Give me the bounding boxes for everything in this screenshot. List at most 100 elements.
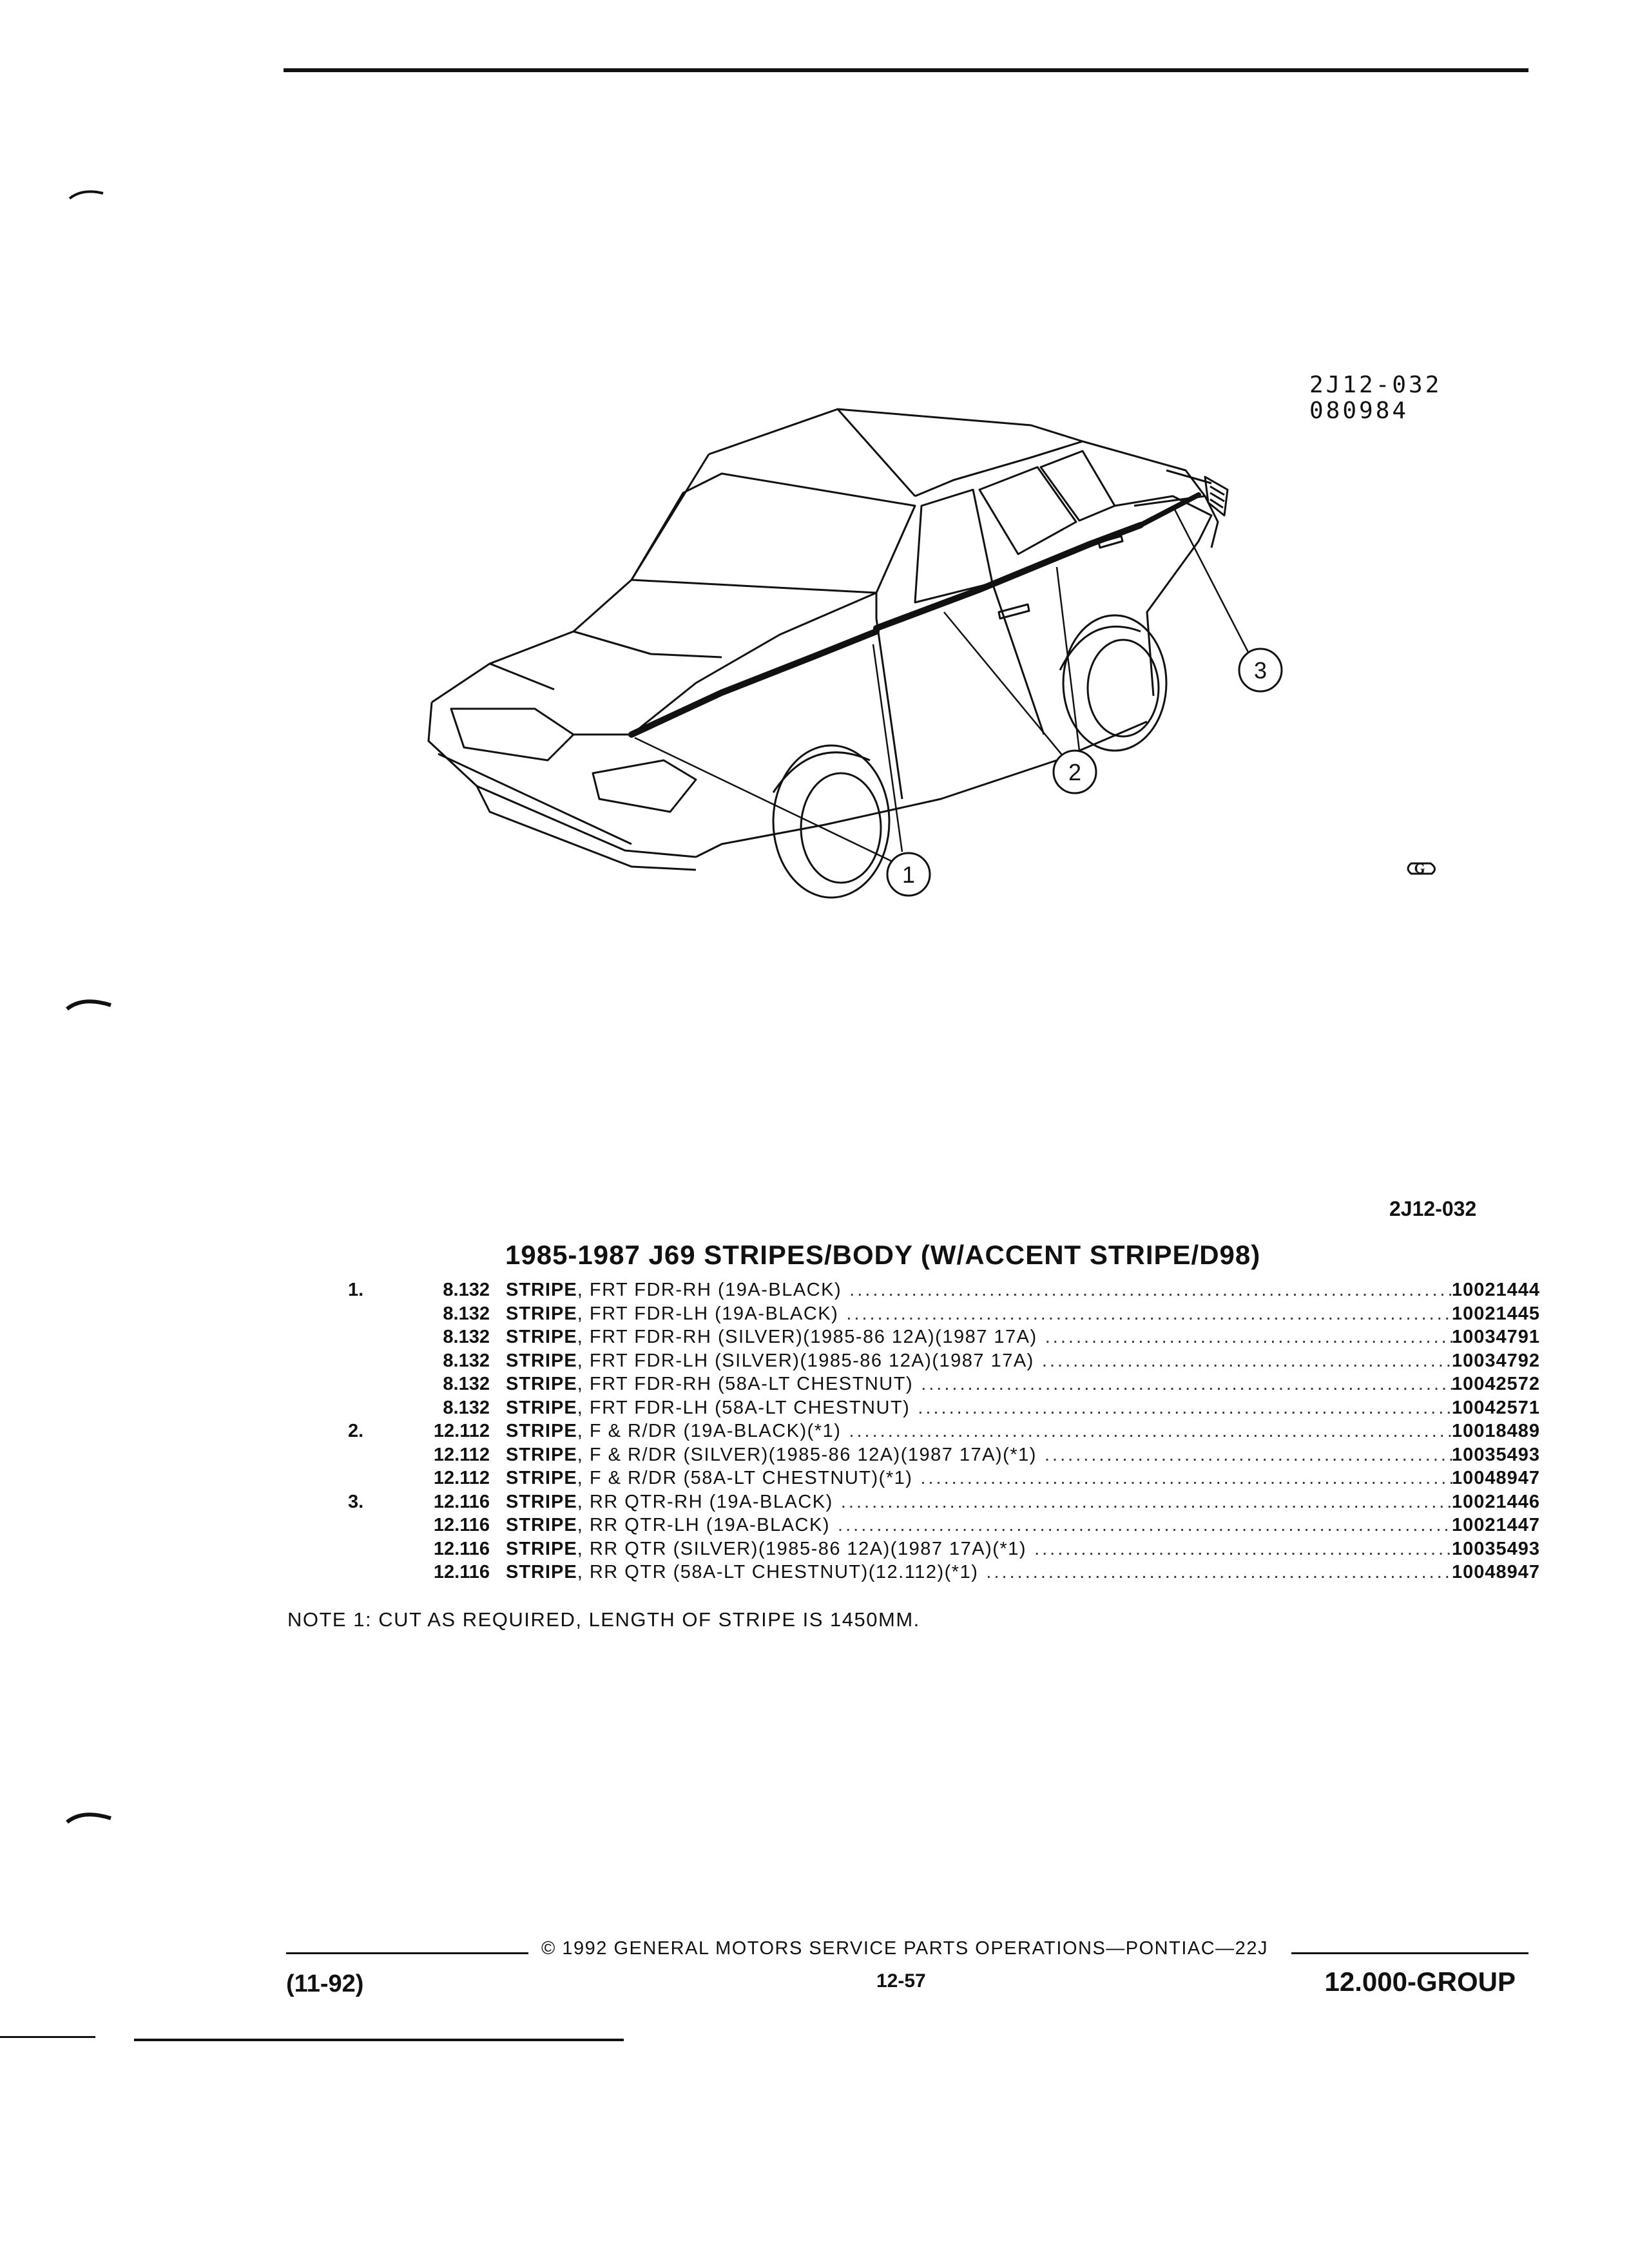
leader-dots: ........................................… bbox=[918, 1397, 1453, 1418]
leader-dots: ........................................… bbox=[921, 1374, 1453, 1394]
diagram-code: 2J12-032 080984 bbox=[1309, 372, 1441, 424]
parts-row: 8.132 STRIPE, FRT FDR-RH (SILVER)(1985-86… bbox=[322, 1325, 1540, 1349]
group-number: 8.132 bbox=[443, 1397, 490, 1418]
part-number: 10021447 bbox=[1451, 1515, 1540, 1535]
section-title: 1985-1987 J69 STRIPES/BODY (W/ACCENT STR… bbox=[505, 1240, 1261, 1270]
part-name: STRIPE bbox=[506, 1280, 577, 1300]
stripe-note: NOTE 1: CUT AS REQUIRED, LENGTH OF STRIP… bbox=[287, 1608, 920, 1631]
accent-stripe bbox=[628, 492, 1201, 738]
part-number: 10048947 bbox=[1451, 1562, 1540, 1582]
part-description: STRIPE, F & R/DR (58A-LT CHESTNUT)(*1) .… bbox=[506, 1466, 1453, 1490]
part-detail: , F & R/DR (58A-LT CHESTNUT)(*1) bbox=[577, 1468, 913, 1488]
item-number: 1. bbox=[348, 1280, 364, 1300]
part-name: STRIPE bbox=[506, 1515, 577, 1535]
part-detail: , RR QTR (SILVER)(1985-86 12A)(1987 17A)… bbox=[577, 1538, 1027, 1559]
bottom-rule-right bbox=[134, 2039, 624, 2041]
leader-dots: ........................................… bbox=[1044, 1444, 1453, 1465]
footer-group: 12.000-GROUP bbox=[1324, 1966, 1516, 1997]
part-name: STRIPE bbox=[506, 1468, 577, 1488]
part-description: STRIPE, FRT FDR-RH (19A-BLACK) .........… bbox=[506, 1278, 1453, 1302]
part-detail: , RR QTR-RH (19A-BLACK) bbox=[577, 1491, 833, 1512]
part-detail: , FRT FDR-RH (SILVER)(1985-86 12A)(1987 … bbox=[577, 1327, 1037, 1347]
callout-3: 3 bbox=[1238, 648, 1283, 693]
parts-row: 12.112 STRIPE, F & R/DR (58A-LT CHESTNUT)… bbox=[322, 1466, 1540, 1490]
group-number: 12.116 bbox=[433, 1491, 490, 1512]
part-name: STRIPE bbox=[506, 1327, 577, 1347]
parts-row: 8.132 STRIPE, FRT FDR-LH (19A-BLACK) ....… bbox=[322, 1302, 1540, 1326]
parts-row: 2. 12.112 STRIPE, F & R/DR (19A-BLACK)(*1)… bbox=[322, 1419, 1540, 1443]
part-detail: , FRT FDR-RH (19A-BLACK) bbox=[577, 1280, 842, 1300]
leader-dots: ........................................… bbox=[849, 1280, 1453, 1300]
part-detail: , FRT FDR-LH (SILVER)(1985-86 12A)(1987 … bbox=[577, 1350, 1034, 1371]
part-detail: , F & R/DR (19A-BLACK)(*1) bbox=[577, 1421, 842, 1441]
part-name: STRIPE bbox=[506, 1374, 577, 1394]
part-description: STRIPE, RR QTR (58A-LT CHESTNUT)(12.112)… bbox=[506, 1561, 1453, 1584]
leader-dots: ........................................… bbox=[846, 1303, 1453, 1324]
footer-date: (11-92) bbox=[286, 1970, 364, 1997]
part-number: 10021445 bbox=[1451, 1303, 1540, 1324]
svg-text:3: 3 bbox=[1254, 657, 1267, 684]
parts-row: 1. 8.132 STRIPE, FRT FDR-RH (19A-BLACK) ..… bbox=[322, 1278, 1540, 1302]
part-description: STRIPE, F & R/DR (SILVER)(1985-86 12A)(1… bbox=[506, 1443, 1453, 1467]
part-name: STRIPE bbox=[506, 1491, 577, 1512]
group-number: 12.116 bbox=[433, 1515, 490, 1535]
part-description: STRIPE, FRT FDR-LH (58A-LT CHESTNUT) ...… bbox=[506, 1396, 1453, 1420]
leader-dots: ........................................… bbox=[920, 1468, 1453, 1488]
part-description: STRIPE, FRT FDR-LH (SILVER)(1985-86 12A)… bbox=[506, 1349, 1453, 1373]
part-description: STRIPE, FRT FDR-RH (58A-LT CHESTNUT) ...… bbox=[506, 1372, 1453, 1396]
parts-row: 8.132 STRIPE, FRT FDR-LH (58A-LT CHESTNUT… bbox=[322, 1396, 1540, 1420]
part-description: STRIPE, RR QTR (SILVER)(1985-86 12A)(198… bbox=[506, 1537, 1453, 1561]
top-rule bbox=[284, 68, 1528, 72]
item-number: 3. bbox=[348, 1491, 364, 1512]
part-detail: , FRT FDR-LH (19A-BLACK) bbox=[577, 1303, 839, 1324]
margin-mark-3 bbox=[66, 1812, 111, 1824]
parts-row: 8.132 STRIPE, FRT FDR-RH (58A-LT CHESTNUT… bbox=[322, 1372, 1540, 1396]
car-stripe-illustration: 1 2 3 G bbox=[427, 408, 1436, 899]
diagram-code-number: 2J12-032 bbox=[1309, 372, 1442, 398]
group-number: 12.112 bbox=[433, 1421, 490, 1441]
margin-mark-2 bbox=[66, 999, 111, 1011]
part-detail: , FRT FDR-RH (58A-LT CHESTNUT) bbox=[577, 1374, 914, 1394]
item-number: 2. bbox=[348, 1421, 364, 1441]
part-name: STRIPE bbox=[506, 1421, 577, 1441]
part-name: STRIPE bbox=[506, 1303, 577, 1324]
part-description: STRIPE, RR QTR-RH (19A-BLACK) ..........… bbox=[506, 1490, 1453, 1514]
part-name: STRIPE bbox=[506, 1397, 577, 1418]
leader-dots: ........................................… bbox=[849, 1421, 1453, 1441]
part-name: STRIPE bbox=[506, 1562, 577, 1582]
callout-leaders bbox=[634, 505, 1251, 866]
group-number: 8.132 bbox=[443, 1327, 490, 1347]
car-body-outline bbox=[427, 408, 1229, 899]
part-number: 10018489 bbox=[1451, 1421, 1540, 1441]
callout-1: 1 bbox=[886, 852, 931, 897]
group-number: 8.132 bbox=[443, 1280, 490, 1300]
group-number: 8.132 bbox=[443, 1350, 490, 1371]
parts-row: 12.112 STRIPE, F & R/DR (SILVER)(1985-86 … bbox=[322, 1443, 1540, 1467]
part-detail: , RR QTR-LH (19A-BLACK) bbox=[577, 1515, 830, 1535]
group-number: 12.112 bbox=[433, 1468, 490, 1488]
leader-dots: ........................................… bbox=[986, 1562, 1453, 1582]
parts-row: 8.132 STRIPE, FRT FDR-LH (SILVER)(1985-86… bbox=[322, 1349, 1540, 1373]
page-code: 2J12-032 bbox=[1389, 1197, 1477, 1220]
part-number: 10048947 bbox=[1451, 1468, 1540, 1488]
part-description: STRIPE, F & R/DR (19A-BLACK)(*1) .......… bbox=[506, 1419, 1453, 1443]
group-number: 8.132 bbox=[443, 1303, 490, 1324]
footer-page-number: 12-57 bbox=[876, 1970, 926, 1992]
group-number: 12.112 bbox=[433, 1444, 490, 1465]
svg-text:1: 1 bbox=[902, 861, 915, 888]
diagram-code-date: 080984 bbox=[1309, 398, 1409, 424]
part-number: 10034792 bbox=[1451, 1350, 1540, 1371]
part-number: 10042572 bbox=[1451, 1374, 1540, 1394]
leader-dots: ........................................… bbox=[1045, 1327, 1453, 1347]
footer-rule-right bbox=[1291, 1952, 1528, 1954]
footer-copyright: © 1992 GENERAL MOTORS SERVICE PARTS OPER… bbox=[541, 1938, 1268, 1959]
margin-mark-1 bbox=[68, 190, 104, 200]
part-number: 10021444 bbox=[1451, 1280, 1540, 1300]
svg-text:G: G bbox=[1414, 860, 1425, 876]
part-name: STRIPE bbox=[506, 1444, 577, 1465]
part-number: 10042571 bbox=[1451, 1397, 1540, 1418]
group-number: 8.132 bbox=[443, 1374, 490, 1394]
